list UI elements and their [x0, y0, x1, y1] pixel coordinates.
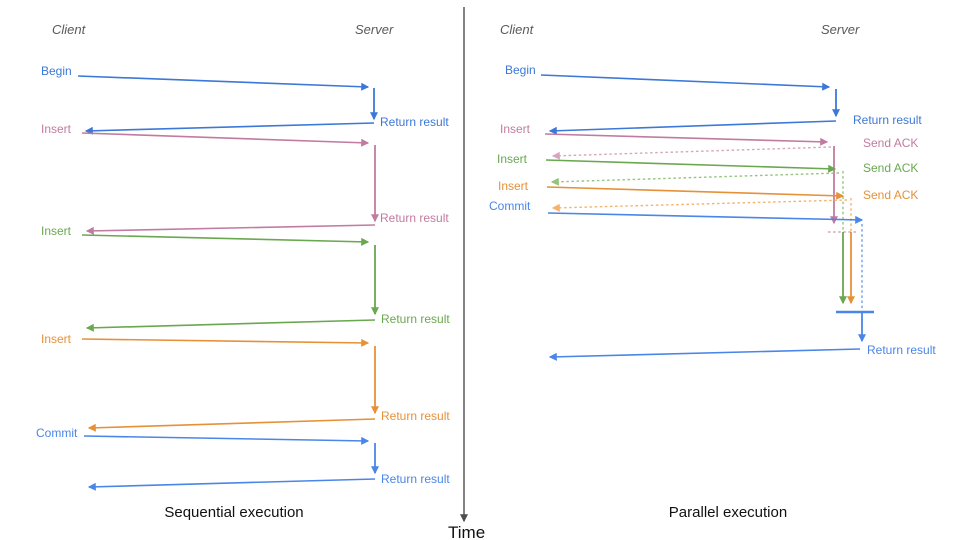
par-insert3-ack-dashed-arrow: [551, 199, 848, 212]
seq-insert3-response-arrow: [87, 418, 376, 432]
seq-begin-request-arrow: [77, 75, 370, 91]
par-insert1-ack-dashed-arrow: [551, 146, 832, 160]
seq-insert3-result-label: Return result: [381, 409, 450, 423]
par-commit-label: Commit: [489, 199, 531, 213]
seq-insert3-request-arrow: [81, 338, 370, 347]
seq-insert2-response-arrow: [85, 319, 376, 332]
parallel-execution-title: Parallel execution: [668, 504, 788, 521]
seq-insert2-label: Insert: [41, 224, 72, 238]
par-insert2-request-arrow: [545, 159, 837, 173]
par-commit-result-label: Return result: [867, 343, 936, 357]
seq-server-label: Server: [355, 22, 394, 37]
seq-commit-result-label: Return result: [381, 472, 450, 486]
par-client-label: Client: [500, 22, 534, 37]
par-commit-request-arrow: [547, 212, 864, 224]
seq-commit-response-arrow: [87, 478, 376, 491]
seq-insert1-request-arrow: [81, 132, 370, 147]
seq-begin-response-arrow: [84, 122, 375, 135]
seq-client-label: Client: [52, 22, 86, 37]
seq-insert1-result-label: Return result: [380, 211, 449, 225]
seq-insert2-result-label: Return result: [381, 312, 450, 326]
par-insert3-request-arrow: [546, 186, 845, 200]
seq-insert1-label: Insert: [41, 122, 72, 136]
par-begin-request-arrow: [540, 74, 831, 91]
seq-begin-result-label: Return result: [380, 115, 449, 129]
par-insert1-request-arrow: [544, 133, 829, 146]
par-server-label: Server: [821, 22, 860, 37]
seq-insert2-request-arrow: [81, 234, 370, 246]
par-begin-label: Begin: [505, 63, 536, 77]
par-insert1-ack-label: Send ACK: [863, 136, 919, 150]
seq-insert1-response-arrow: [85, 224, 376, 235]
par-insert2-ack-dashed-arrow: [550, 172, 840, 186]
seq-commit-label: Commit: [36, 426, 78, 440]
seq-begin-label: Begin: [41, 64, 72, 78]
par-insert1-label: Insert: [500, 122, 531, 136]
par-begin-result-label: Return result: [853, 113, 922, 127]
par-insert3-ack-label: Send ACK: [863, 188, 919, 202]
par-insert2-ack-label: Send ACK: [863, 161, 919, 175]
par-insert2-label: Insert: [497, 152, 528, 166]
time-axis-label: Time: [448, 523, 486, 540]
seq-insert3-label: Insert: [41, 332, 72, 346]
par-begin-response-arrow: [548, 120, 837, 135]
par-insert3-label: Insert: [498, 179, 529, 193]
par-commit-response-arrow: [548, 348, 861, 361]
seq-commit-request-arrow: [83, 435, 370, 445]
sequential-execution-title: Sequential execution: [164, 504, 304, 521]
